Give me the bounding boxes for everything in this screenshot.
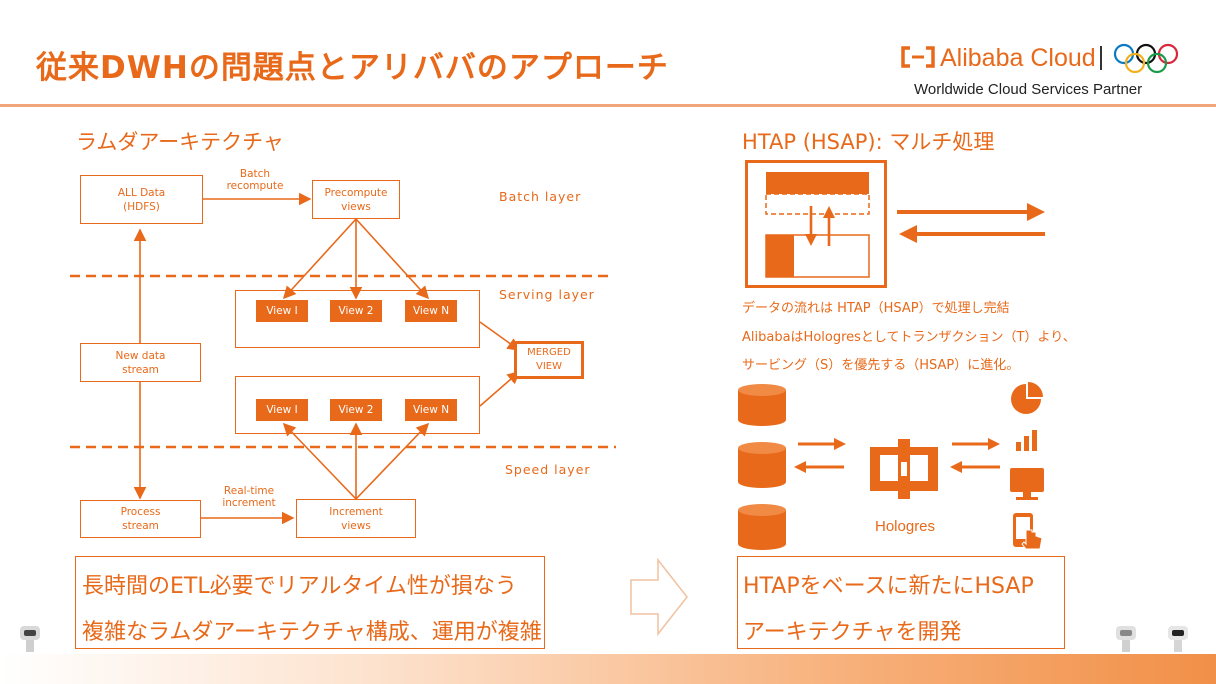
htap-section-title: HTAP (HSAP): マルチ処理 [742, 130, 995, 154]
olympic-rings-icon [1112, 42, 1180, 80]
conclusion-callout [737, 556, 1065, 649]
speed-layer-label: Speed layer [505, 462, 591, 477]
problem-callout [75, 556, 545, 649]
speed-view-2: View 2 [330, 399, 382, 421]
logo-subtitle: Worldwide Cloud Services Partner [914, 81, 1143, 98]
hologres-flow-arrows [794, 438, 1000, 473]
transition-arrow-icon [630, 557, 689, 637]
logo-divider [1100, 46, 1102, 70]
serving-layer-label: Serving layer [499, 287, 595, 302]
bar-chart-icon [1016, 430, 1037, 451]
mascot-icon [1116, 626, 1136, 652]
conclusion-line-2: アーキテクチャを開発 [743, 620, 962, 645]
all-data-box: ALL Data(HDFS) [80, 175, 203, 224]
mobile-touch-icon [1013, 513, 1043, 550]
speed-view-n: View N [405, 399, 457, 421]
mascot-icon [20, 626, 40, 652]
database-icon [738, 442, 786, 488]
speed-views-container [235, 376, 480, 434]
htap-note-2: AlibabaはHologresとしてトランザクション（T）より、 [742, 330, 1076, 345]
hologres-label: Hologres [875, 518, 936, 535]
htap-diagram-icon [745, 160, 1045, 288]
problem-line-1: 長時間のETL必要でリアルタイム性が損なう [82, 574, 517, 599]
serving-view-n: View N [405, 300, 457, 322]
alibaba-cloud-logo-icon [900, 45, 936, 73]
monitor-icon [1010, 468, 1044, 500]
htap-note-3: サービング（S）を優先する（HSAP）に進化。 [742, 358, 1020, 373]
page-title: 従来DWHの問題点とアリババのアプローチ [36, 50, 669, 86]
database-icon [738, 384, 786, 426]
htap-note-1: データの流れは HTAP（HSAP）で処理し完結 [742, 301, 1010, 316]
batch-layer-label: Batch layer [499, 189, 582, 204]
problem-line-2: 複雑なラムダアーキテクチャ構成、運用が複雑 [82, 620, 542, 645]
logo-text: Alibaba Cloud [940, 44, 1096, 72]
database-icon [738, 504, 786, 550]
pie-chart-icon [1011, 382, 1043, 414]
hologres-logo-icon [870, 439, 938, 499]
speed-view-1: View I [256, 399, 308, 421]
footer-band [0, 654, 1216, 684]
lambda-section-title: ラムダアーキテクチャ [76, 130, 284, 154]
conclusion-line-1: HTAPをベースに新たにHSAP [743, 574, 1034, 599]
serving-view-2: View 2 [330, 300, 382, 322]
title-divider [0, 104, 1216, 107]
mascot-icon [1168, 626, 1188, 652]
serving-views-container [235, 290, 480, 348]
serving-view-1: View I [256, 300, 308, 322]
